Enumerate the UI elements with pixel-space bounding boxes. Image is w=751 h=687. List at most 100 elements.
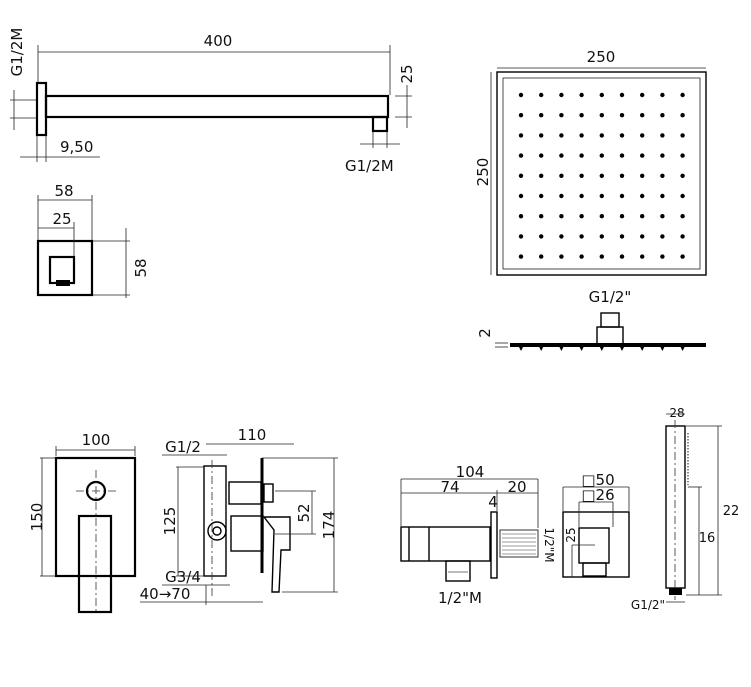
nozzle-tip <box>579 347 584 351</box>
elbow-inner-size-label: □26 <box>581 486 614 504</box>
mixer-plate-front-view: 100 150 <box>28 431 137 614</box>
nozzle-dot <box>640 92 645 98</box>
nozzle-dot <box>680 92 685 98</box>
nozzle-dot <box>539 92 544 98</box>
elbow-body-label: 74 <box>440 478 459 496</box>
plate-height-label: 150 <box>28 503 46 532</box>
elbow-outer-size-label: □50 <box>581 471 614 489</box>
nozzle-dot <box>518 193 524 199</box>
nozzle-tip <box>519 347 523 351</box>
nozzle-dot <box>539 173 544 178</box>
arm-outlet <box>371 115 389 133</box>
nozzle-dot <box>579 113 584 118</box>
nozzle-dot <box>518 173 524 178</box>
nozzle-dot <box>559 133 564 138</box>
elbow-plate-label: 4 <box>488 493 498 511</box>
nozzle-dot <box>518 113 524 118</box>
arm-height-label: 25 <box>398 64 416 83</box>
nozzle-tip <box>599 347 604 351</box>
nozzle-dot <box>559 214 564 219</box>
wall-elbow-front-view: □50 □26 25 <box>562 471 630 578</box>
nozzle-dot <box>559 234 564 239</box>
nozzle-grid <box>518 92 685 259</box>
nozzle-dot <box>660 153 665 158</box>
nozzle-dot <box>539 153 544 158</box>
nozzle-dot <box>539 234 544 239</box>
nozzle-dot <box>539 113 544 118</box>
nozzle-dot <box>559 92 564 98</box>
mixer-total-height-label: 174 <box>320 511 338 540</box>
nozzle-dot <box>599 92 604 98</box>
nozzle-dot <box>660 133 665 138</box>
nozzle-dot <box>640 153 645 158</box>
nozzle-dot <box>640 133 645 138</box>
nozzle-dot <box>599 254 604 259</box>
nozzle-dot <box>660 214 665 219</box>
arm-length-label: 400 <box>204 32 233 50</box>
nozzle-dot <box>559 193 564 199</box>
nozzle-dot <box>518 153 524 158</box>
nozzle-dot <box>619 113 625 118</box>
nozzle-dot <box>579 214 584 219</box>
nozzle-dot <box>660 173 665 178</box>
arm-tube <box>44 94 390 119</box>
nozzle-dot <box>680 234 685 239</box>
head-thickness-label: 2 <box>476 328 494 338</box>
nozzle-dot <box>680 254 685 259</box>
nozzle-dot <box>680 193 685 199</box>
mixer-side-view: 110 G1/2 125 52 174 G3/4 40→70 <box>140 426 338 605</box>
elbow-side-thread-label: 1/2"M <box>542 527 556 562</box>
nozzle-dot <box>660 254 665 259</box>
arm-offset-label: 9,50 <box>60 138 93 156</box>
nozzle-tip <box>660 347 665 351</box>
hand-shower-length-label: 22 <box>723 504 740 519</box>
nozzle-dot <box>599 234 604 239</box>
nozzle-dot <box>559 254 564 259</box>
head-height-label: 250 <box>474 158 492 187</box>
mixer-depth-label: 110 <box>238 426 267 444</box>
arm-wall-flange <box>35 81 48 137</box>
nozzle-dot <box>539 133 544 138</box>
nozzle-dot <box>640 214 645 219</box>
mixer-inlet-label: G1/2 <box>165 438 201 456</box>
nozzle-dot <box>599 113 604 118</box>
nozzle-dot <box>599 173 604 178</box>
nozzle-dot <box>559 113 564 118</box>
nozzle-dot <box>619 133 625 138</box>
nozzle-dot <box>599 133 604 138</box>
nozzle-dot <box>599 214 604 219</box>
nozzle-dot <box>619 92 625 98</box>
nozzle-tip <box>559 347 564 351</box>
nozzle-dot <box>619 234 625 239</box>
shower-head-side-view: G1/2" 2 <box>476 288 706 351</box>
wall-elbow-side-view: 104 74 20 4 1/2"M 1/2"M <box>400 463 556 607</box>
shower-arm-side-view: 400 25 G1/2M 9,50 G1/2M <box>8 28 416 175</box>
nozzle-dot <box>640 193 645 199</box>
flange-front-view: 58 25 58 <box>36 182 150 298</box>
nozzle-dot <box>660 193 665 199</box>
flange-height-label: 58 <box>132 258 150 277</box>
nozzle-dot <box>579 133 584 138</box>
nozzle-dot <box>680 133 685 138</box>
mixer-outlet-spacing-label: 52 <box>295 503 313 522</box>
nozzle-dot <box>518 133 524 138</box>
nozzle-dot <box>640 234 645 239</box>
nozzle-dot <box>579 173 584 178</box>
nozzle-dot <box>619 214 625 219</box>
nozzle-dot <box>599 153 604 158</box>
nozzle-dot <box>619 193 625 199</box>
head-thread-label: G1/2" <box>589 288 632 306</box>
nozzle-dot <box>640 254 645 259</box>
hand-shower-width-label: 28 <box>669 406 684 420</box>
nozzle-dot <box>518 254 524 259</box>
nozzle-dot <box>539 193 544 199</box>
nozzle-dot <box>579 153 584 158</box>
mixer-outlet-label: G3/4 <box>165 568 201 586</box>
nozzle-tip <box>539 347 544 351</box>
nozzle-dot <box>579 193 584 199</box>
nozzle-dot <box>559 173 564 178</box>
nozzle-dot <box>599 193 604 199</box>
nozzle-dot <box>680 173 685 178</box>
arm-wall-thread-label: G1/2M <box>8 28 26 77</box>
